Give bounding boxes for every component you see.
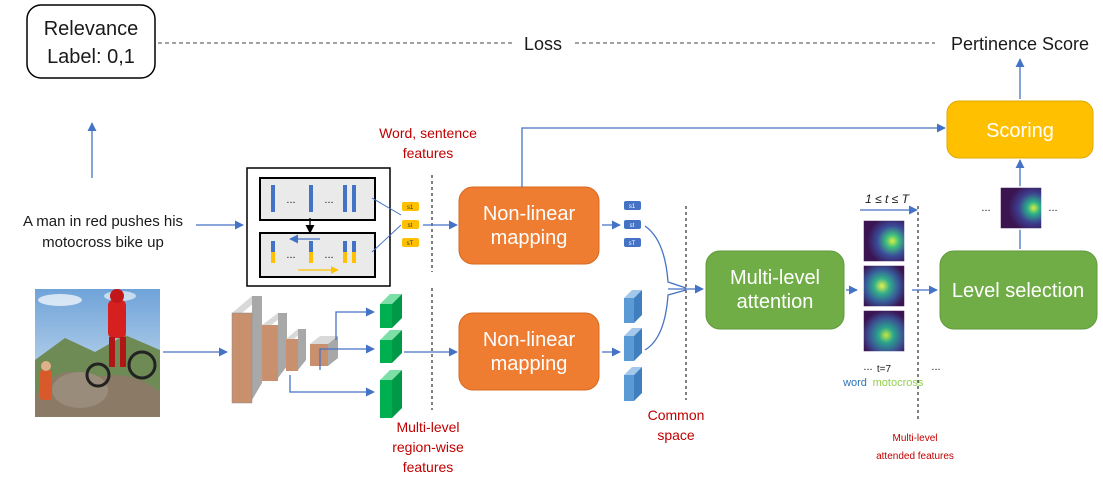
- nonlinear-mapping-text-line1: Non-linear: [483, 203, 576, 225]
- loss-connector: Loss: [158, 34, 935, 54]
- nonlinear-mapping-image-box: Non-linear mapping: [458, 312, 600, 391]
- common-token-sT: sT: [629, 241, 636, 247]
- relevance-line2: Label: 0,1: [47, 46, 135, 68]
- region-features-label-3: features: [403, 459, 454, 475]
- selected-map-ellipsis-right: ...: [1048, 202, 1057, 214]
- cnn-icon: [231, 296, 338, 404]
- attention-map-icon: [999, 186, 1043, 230]
- attended-features-label-1: Multi-level: [892, 433, 937, 444]
- scoring-box: Scoring: [946, 100, 1094, 159]
- word-sentence-label-2: features: [403, 145, 454, 161]
- merge-to-attention: [644, 225, 704, 351]
- caption-line2: motocross bike up: [42, 234, 164, 251]
- encoder-to-tokens: [371, 197, 402, 253]
- region-features-label-2: region-wise: [392, 439, 464, 455]
- nonlinear-mapping-text-line2: mapping: [491, 227, 568, 249]
- maps-ellipsis-right: ...: [931, 361, 940, 373]
- pertinence-score-label: Pertinence Score: [951, 34, 1089, 54]
- common-token-s1: s1: [629, 204, 636, 210]
- svg-text:...: ...: [324, 249, 333, 261]
- svg-text:...: ...: [324, 194, 333, 206]
- caption-line1: A man in red pushes his: [23, 213, 183, 230]
- maps-ellipsis-left: ...: [863, 361, 872, 373]
- common-space-image-blocks: [624, 290, 642, 401]
- multilevel-attention-line1: Multi-level: [730, 267, 820, 289]
- level-selection-label: Level selection: [952, 280, 1084, 302]
- common-space-label-2: space: [657, 427, 695, 443]
- level-selection-box: Level selection: [939, 250, 1098, 330]
- cnn-level-connectors: [289, 307, 375, 397]
- selected-map-ellipsis-left: ...: [981, 202, 990, 214]
- timestep-label: t=7: [877, 364, 892, 375]
- time-range-label: 1 ≤ t ≤ T: [865, 192, 911, 206]
- nonlinear-mapping-text-box: Non-linear mapping: [458, 186, 600, 265]
- multilevel-attention-line2: attention: [737, 291, 814, 313]
- mapping-to-scoring-arrow: [521, 123, 946, 187]
- rnn-encoder-icon: ... ... ... ...: [246, 167, 391, 287]
- svg-text:...: ...: [286, 194, 295, 206]
- common-space-label-1: Common: [648, 407, 705, 423]
- nonlinear-mapping-image-line2: mapping: [491, 353, 568, 375]
- token-st: st: [408, 223, 413, 229]
- attention-map-stack: [862, 219, 906, 353]
- common-space-text-tokens: s1 st sT: [624, 201, 641, 247]
- multilevel-attention-box: Multi-level attention: [705, 250, 845, 330]
- token-s1: s1: [407, 205, 414, 211]
- region-features-label-1: Multi-level: [396, 419, 459, 435]
- region-feature-blocks: [380, 294, 402, 418]
- nonlinear-mapping-image-line1: Non-linear: [483, 329, 576, 351]
- word-label: word: [842, 377, 867, 389]
- photo-thumbnail: [35, 289, 160, 417]
- word-sentence-label-1: Word, sentence: [379, 125, 477, 141]
- attention-map-icon: [862, 264, 906, 308]
- loss-label: Loss: [524, 34, 562, 54]
- motocross-word: motocross: [873, 377, 924, 389]
- word-tokens: s1 st sT: [402, 202, 419, 247]
- attended-features-label-2: attended features: [876, 451, 954, 462]
- relevance-label-box: Relevance Label: 0,1: [26, 4, 156, 79]
- common-token-st: st: [630, 223, 635, 229]
- token-sT: sT: [407, 241, 414, 247]
- relevance-line1: Relevance: [44, 18, 139, 40]
- attention-map-icon: [862, 309, 906, 353]
- attention-map-icon: [862, 219, 906, 263]
- svg-text:...: ...: [286, 249, 295, 261]
- scoring-label: Scoring: [986, 120, 1054, 142]
